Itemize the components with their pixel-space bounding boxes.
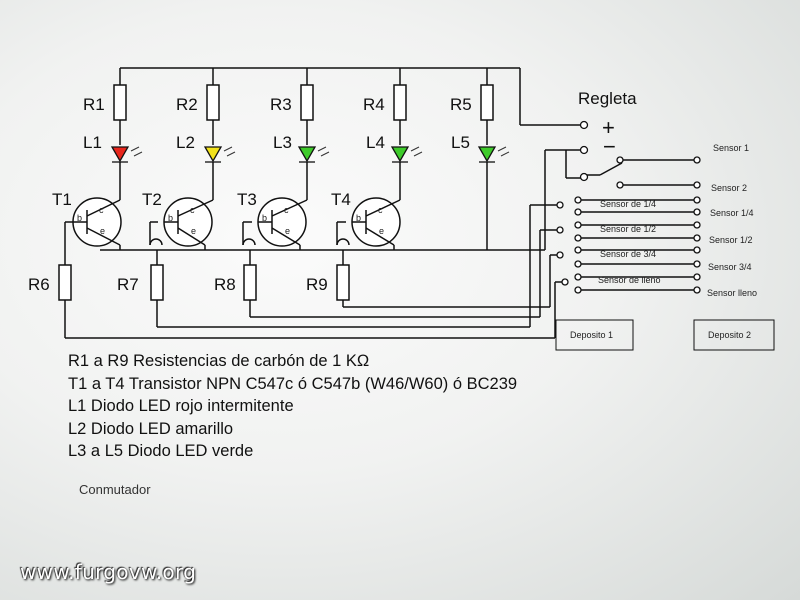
- led-l3-icon: [297, 146, 317, 163]
- pin-b: b: [262, 213, 267, 223]
- resistor-r9: [336, 264, 350, 301]
- label-r2: R2: [176, 95, 198, 114]
- legend-line: L3 a L5 Diodo LED verde: [68, 442, 254, 460]
- regleta-title: Regleta: [578, 89, 637, 108]
- component-legend: R1 a R9 Resistencias de carbón de 1 KΩ T…: [68, 350, 517, 463]
- pin-c: c: [99, 205, 104, 215]
- sensor-inner-3-4: Sensor de 3/4: [600, 249, 656, 259]
- regleta-plus: +: [602, 115, 615, 140]
- watermark: www.furgovw.org: [20, 560, 197, 584]
- pin-b: b: [77, 213, 82, 223]
- resistor-r6: [58, 264, 72, 301]
- label-r8: R8: [214, 275, 236, 294]
- pin-c: c: [284, 205, 289, 215]
- legend-line: T1 a T4 Transistor NPN C547c ó C547b (W4…: [68, 374, 518, 393]
- legend-line: L1 Diodo LED rojo intermitente: [68, 397, 294, 415]
- sensor-outer-1-2: Sensor 1/2: [709, 235, 753, 245]
- caption-conmutador: Conmutador: [79, 482, 151, 497]
- deposito-2-label: Deposito 2: [708, 330, 751, 340]
- label-r6: R6: [28, 275, 50, 294]
- label-t4: T4: [331, 190, 351, 209]
- led-l4-icon: [390, 146, 410, 163]
- led-l2-icon: [203, 146, 223, 163]
- pin-b: b: [356, 213, 361, 223]
- pin-e: e: [100, 226, 105, 236]
- sensor-outer-3-4: Sensor 3/4: [708, 262, 752, 272]
- led-l1-icon: [110, 146, 130, 163]
- pin-e: e: [285, 226, 290, 236]
- label-r5: R5: [450, 95, 472, 114]
- resistor-r4: [393, 84, 407, 121]
- label-l1: L1: [83, 133, 102, 152]
- sensor-outer-1: Sensor 1: [713, 143, 749, 153]
- resistor-r8: [243, 264, 257, 301]
- sensor-inner-lleno: Sensor de lleno: [598, 275, 661, 285]
- sensor-inner-1-2: Sensor de 1/2: [600, 224, 656, 234]
- regleta-minus: −: [603, 134, 616, 159]
- sensor-inner-1-4: Sensor de 1/4: [600, 199, 656, 209]
- label-t1: T1: [52, 190, 72, 209]
- label-l3: L3: [273, 133, 292, 152]
- resistor-r2: [206, 84, 220, 121]
- sensor-outer-lleno: Sensor lleno: [707, 288, 757, 298]
- pin-c: c: [190, 205, 195, 215]
- label-l2: L2: [176, 133, 195, 152]
- label-t3: T3: [237, 190, 257, 209]
- label-l5: L5: [451, 133, 470, 152]
- pin-e: e: [191, 226, 196, 236]
- resistor-r1: [113, 84, 127, 121]
- resistor-r3: [300, 84, 314, 121]
- label-l4: L4: [366, 133, 385, 152]
- sensor-outer-2: Sensor 2: [711, 183, 747, 193]
- pin-b: b: [168, 213, 173, 223]
- label-r4: R4: [363, 95, 385, 114]
- legend-line: L2 Diodo LED amarillo: [68, 419, 234, 438]
- led-l5-icon: [477, 146, 497, 163]
- pin-c: c: [378, 205, 383, 215]
- label-t2: T2: [142, 190, 162, 209]
- label-r1: R1: [83, 95, 105, 114]
- label-r9: R9: [306, 275, 328, 294]
- resistor-r5: [480, 84, 494, 121]
- label-r7: R7: [117, 275, 139, 294]
- label-r3: R3: [270, 95, 292, 114]
- sensor-outer-1-4: Sensor 1/4: [710, 208, 754, 218]
- resistor-r7: [150, 264, 164, 301]
- legend-line: R1 a R9 Resistencias de carbón de 1 KΩ: [68, 352, 370, 370]
- deposito-1-label: Deposito 1: [570, 330, 613, 340]
- pin-e: e: [379, 226, 384, 236]
